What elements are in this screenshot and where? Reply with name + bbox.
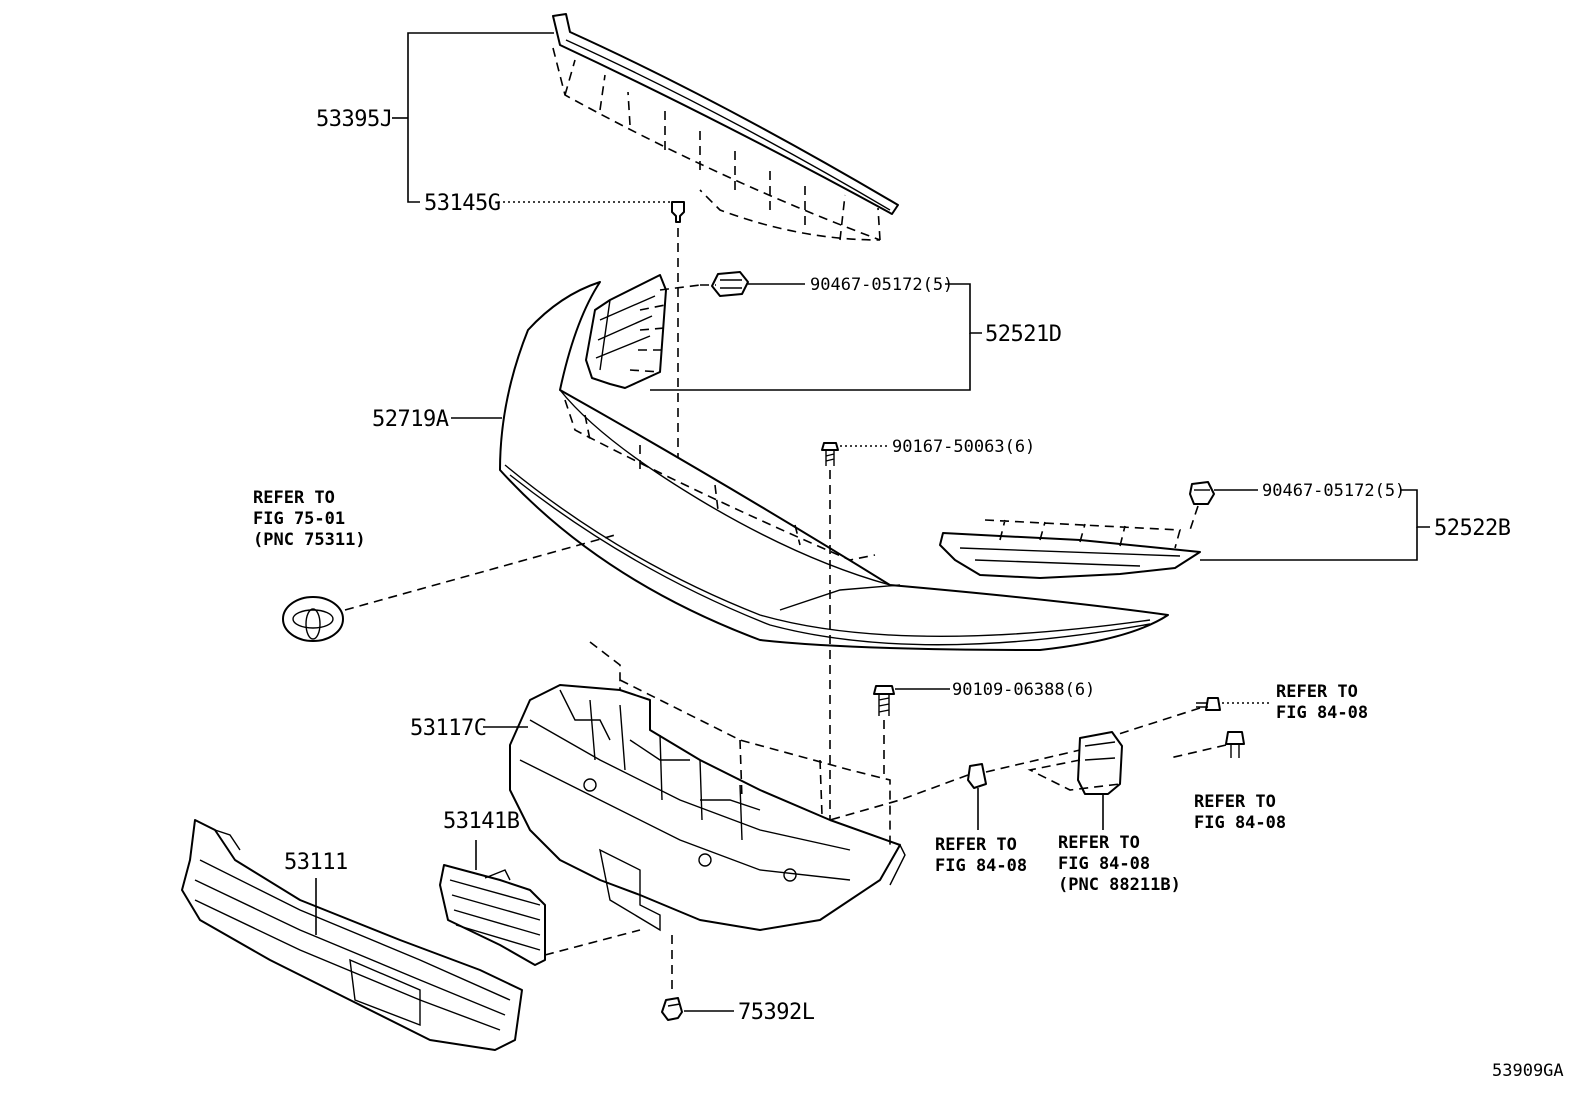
label-90167: 90167-50063(6)	[892, 437, 1035, 457]
label-53145g: 53145G	[424, 191, 500, 216]
label-75392l: 75392L	[738, 1000, 815, 1025]
label-90467-a: 90467-05172(5)	[810, 275, 953, 295]
ref-bolt-right-line1: REFER TO	[1276, 682, 1358, 702]
part-53395j-molding	[552, 13, 899, 241]
label-52521d: 52521D	[985, 322, 1061, 347]
label-53141b: 53141B	[443, 809, 520, 834]
part-53141b-grille	[439, 864, 641, 966]
ref-bolt-lower-line1: REFER TO	[1194, 792, 1276, 812]
ref-emblem-line3: (PNC 75311)	[253, 530, 366, 550]
clip-53145g	[671, 201, 685, 478]
label-53117c: 53117C	[410, 716, 486, 741]
ref-emblem-line1: REFER TO	[253, 488, 335, 508]
screw-90167	[821, 442, 890, 860]
label-90109: 90109-06388(6)	[952, 680, 1095, 700]
sensor-ref	[1027, 731, 1123, 830]
ref-sensor-line1: REFER TO	[1058, 833, 1140, 853]
label-53111: 53111	[284, 850, 348, 875]
leader-52521d	[650, 283, 982, 391]
part-53111-grille	[181, 819, 523, 1051]
label-52522b: 52522B	[1434, 516, 1511, 541]
label-90467-b: 90467-05172(5)	[1262, 481, 1405, 501]
figure-code: 53909GA	[1492, 1061, 1564, 1081]
label-52719a: 52719A	[372, 407, 449, 432]
part-53117c-carrier	[509, 641, 906, 932]
ref-bracket-line1: REFER TO	[935, 835, 1017, 855]
ref-bracket-line2: FIG 84-08	[935, 856, 1027, 876]
part-52522b-bracket	[939, 481, 1215, 579]
ref-sensor-line3: (PNC 88211B)	[1058, 875, 1181, 895]
part-52521d-bracket	[585, 271, 749, 389]
label-53395j: 53395J	[316, 107, 392, 132]
leader-52522b	[1200, 489, 1430, 561]
ref-bolt-lower-line2: FIG 84-08	[1194, 813, 1286, 833]
ref-bolt-right-line2: FIG 84-08	[1276, 703, 1368, 723]
bolt-right-ref	[1099, 697, 1272, 741]
emblem-icon	[282, 534, 616, 642]
bracket-ref	[829, 749, 1081, 830]
part-52719a-bumper	[499, 281, 1169, 651]
bolt-lower-ref	[1169, 731, 1245, 759]
ref-emblem-line2: FIG 75-01	[253, 509, 345, 529]
bolt-90109	[873, 685, 950, 780]
clip-75392l	[661, 935, 734, 1021]
ref-sensor-line2: FIG 84-08	[1058, 854, 1150, 874]
leader-53395j	[392, 32, 672, 203]
